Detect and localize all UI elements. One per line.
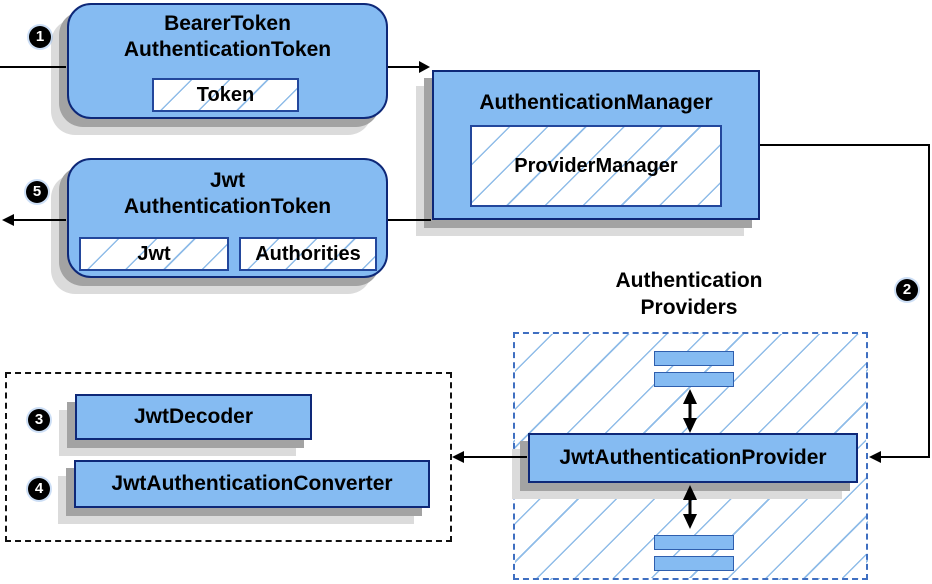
token-field-label: Token	[196, 83, 255, 106]
jwt-decoder-label: JwtDecoder	[133, 405, 254, 428]
step-2-badge: 2	[896, 279, 918, 301]
step-5-badge: 5	[26, 181, 48, 203]
jwt-components-group: JwtDecoder JwtAuthenticationConverter	[5, 372, 452, 542]
arrowhead-left-icon	[869, 451, 881, 463]
step-3-badge: 3	[28, 409, 50, 431]
provider-list-item-bar	[654, 556, 734, 571]
authentication-manager-title: AuthenticationManager	[479, 91, 713, 114]
step-1-badge: 1	[29, 26, 51, 48]
bearer-token-title-line2: AuthenticationToken	[123, 38, 332, 61]
jwt-authentication-provider-label: JwtAuthenticationProvider	[559, 446, 827, 469]
token-field: Token	[152, 78, 299, 112]
authorities-field-label: Authorities	[255, 242, 361, 265]
provider-list-item-bar	[654, 351, 734, 366]
provider-list-item-bar	[654, 535, 734, 550]
bearer-token-title-line1: BearerToken	[164, 12, 291, 35]
provider-manager-box: ProviderManager	[470, 125, 722, 207]
arrowhead-right-icon	[419, 61, 430, 73]
authentication-providers-title: Authentication Providers	[543, 266, 835, 322]
authorities-field: Authorities	[239, 237, 377, 271]
jwt-field-label: Jwt	[137, 242, 171, 265]
arrowhead-left-icon	[2, 214, 14, 226]
jwt-token-title-line1: Jwt	[209, 169, 245, 192]
authentication-providers-title-line1: Authentication	[615, 269, 763, 292]
jwt-token-title-line2: AuthenticationToken	[123, 195, 332, 218]
provider-manager-label: ProviderManager	[514, 154, 678, 177]
jwt-decoder-node: JwtDecoder	[75, 394, 312, 440]
jwt-authentication-converter-label: JwtAuthenticationConverter	[111, 472, 393, 495]
jwt-field: Jwt	[79, 237, 229, 271]
authentication-providers-region: JwtAuthenticationProvider	[513, 332, 868, 580]
arrowhead-left-icon	[452, 451, 464, 463]
provider-list-item-bar	[654, 372, 734, 387]
authentication-providers-title-line2: Providers	[640, 296, 738, 319]
jwt-authentication-token-node: Jwt AuthenticationToken Jwt Authorities	[67, 158, 388, 278]
jwt-authentication-converter-node: JwtAuthenticationConverter	[74, 460, 430, 508]
step-4-badge: 4	[28, 478, 50, 500]
authentication-manager-node: AuthenticationManager ProviderManager	[432, 70, 760, 220]
bearer-token-authentication-token-node: BearerToken AuthenticationToken Token	[67, 3, 388, 119]
jwt-authentication-provider-node: JwtAuthenticationProvider	[528, 433, 858, 483]
